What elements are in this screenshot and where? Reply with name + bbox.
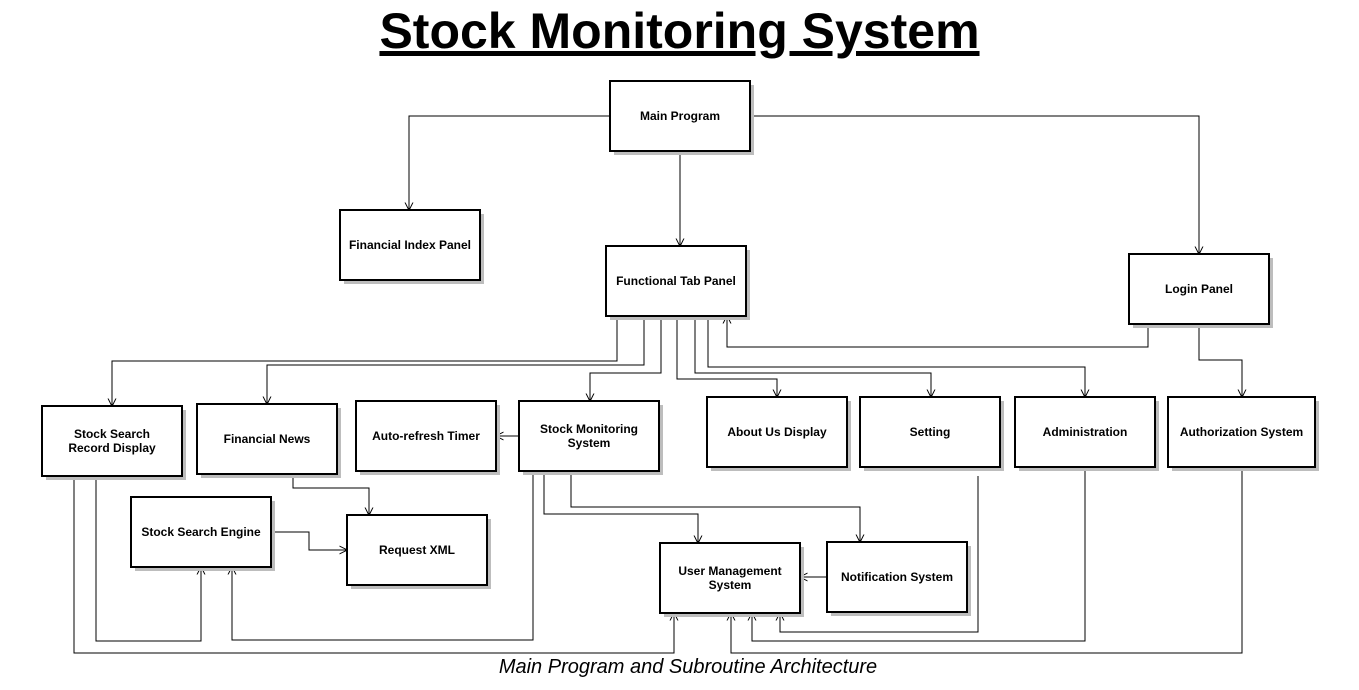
arrow-finNews-to-reqXml (292, 474, 369, 515)
node-label: Setting (910, 425, 951, 439)
node-finIndex: Financial Index Panel (339, 209, 484, 284)
node-login: Login Panel (1128, 253, 1273, 328)
arrow-admin-to-userMgmt (752, 467, 1086, 642)
node-searchEng: Stock Search Engine (130, 496, 275, 571)
node-box (609, 80, 751, 152)
arrow-funcTab-to-stockMon (590, 316, 662, 401)
node-label: Record Display (68, 441, 156, 455)
node-box (1014, 396, 1156, 468)
node-box (706, 396, 848, 468)
arrow-searchEng-to-reqXml (271, 531, 347, 550)
node-notif: Notification System (826, 541, 971, 616)
node-admin: Administration (1014, 396, 1159, 471)
node-label: Administration (1043, 425, 1128, 439)
node-box (518, 400, 660, 472)
diagram-title: Stock Monitoring System (379, 3, 980, 59)
arrow-auth-to-userMgmt (731, 467, 1243, 654)
node-box (41, 405, 183, 477)
node-label: Request XML (379, 543, 455, 557)
connectors (73, 115, 1243, 654)
arrow-login-to-funcTab (727, 316, 1149, 348)
node-main: Main Program (609, 80, 754, 155)
node-box (826, 541, 968, 613)
arrow-funcTab-to-finNews (267, 316, 645, 404)
node-reqXml: Request XML (346, 514, 491, 589)
arrow-stockMon-to-userMgmt (543, 471, 698, 543)
node-box (1167, 396, 1316, 468)
node-setting: Setting (859, 396, 1004, 471)
node-autoRefresh: Auto-refresh Timer (355, 400, 500, 475)
node-label: Notification System (841, 570, 953, 584)
arrow-setting-to-userMgmt (780, 476, 979, 633)
node-label: System (709, 578, 752, 592)
node-label: Stock Search Engine (141, 525, 261, 539)
arrow-funcTab-to-searchRec (112, 316, 618, 406)
node-aboutUs: About Us Display (706, 396, 851, 471)
node-label: About Us Display (727, 425, 827, 439)
node-box (355, 400, 497, 472)
node-label: Financial Index Panel (349, 238, 471, 252)
node-box (130, 496, 272, 568)
arrow-searchRec-to-searchEng (95, 476, 201, 642)
node-auth: Authorization System (1167, 396, 1319, 471)
node-box (1128, 253, 1270, 325)
node-finNews: Financial News (196, 403, 341, 478)
arrow-funcTab-to-setting (694, 316, 931, 397)
arrow-stockMon-to-notif (570, 471, 860, 542)
node-label: User Management (678, 564, 781, 578)
node-label: System (568, 436, 611, 450)
arrow-funcTab-to-admin (707, 316, 1085, 397)
node-funcTab: Functional Tab Panel (605, 245, 750, 320)
arrow-searchRec-to-userMgmt (73, 476, 674, 654)
arrow-main-to-finIndex (409, 115, 610, 210)
node-label: Stock Search (74, 427, 150, 441)
node-label: Authorization System (1180, 425, 1303, 439)
node-label: Main Program (640, 109, 720, 123)
node-box (339, 209, 481, 281)
arrow-funcTab-to-aboutUs (676, 316, 777, 397)
node-label: Financial News (224, 432, 311, 446)
node-label: Auto-refresh Timer (372, 429, 480, 443)
node-box (859, 396, 1001, 468)
arrow-main-to-login (750, 115, 1199, 254)
arrow-stockMon-to-searchEng (232, 471, 534, 641)
node-box (659, 542, 801, 614)
node-label: Login Panel (1165, 282, 1233, 296)
node-label: Stock Monitoring (540, 422, 638, 436)
node-label: Functional Tab Panel (616, 274, 736, 288)
arrow-login-to-auth (1198, 324, 1242, 397)
diagram-caption: Main Program and Subroutine Architecture (498, 656, 878, 678)
node-box (605, 245, 747, 317)
node-box (196, 403, 338, 475)
node-box (346, 514, 488, 586)
